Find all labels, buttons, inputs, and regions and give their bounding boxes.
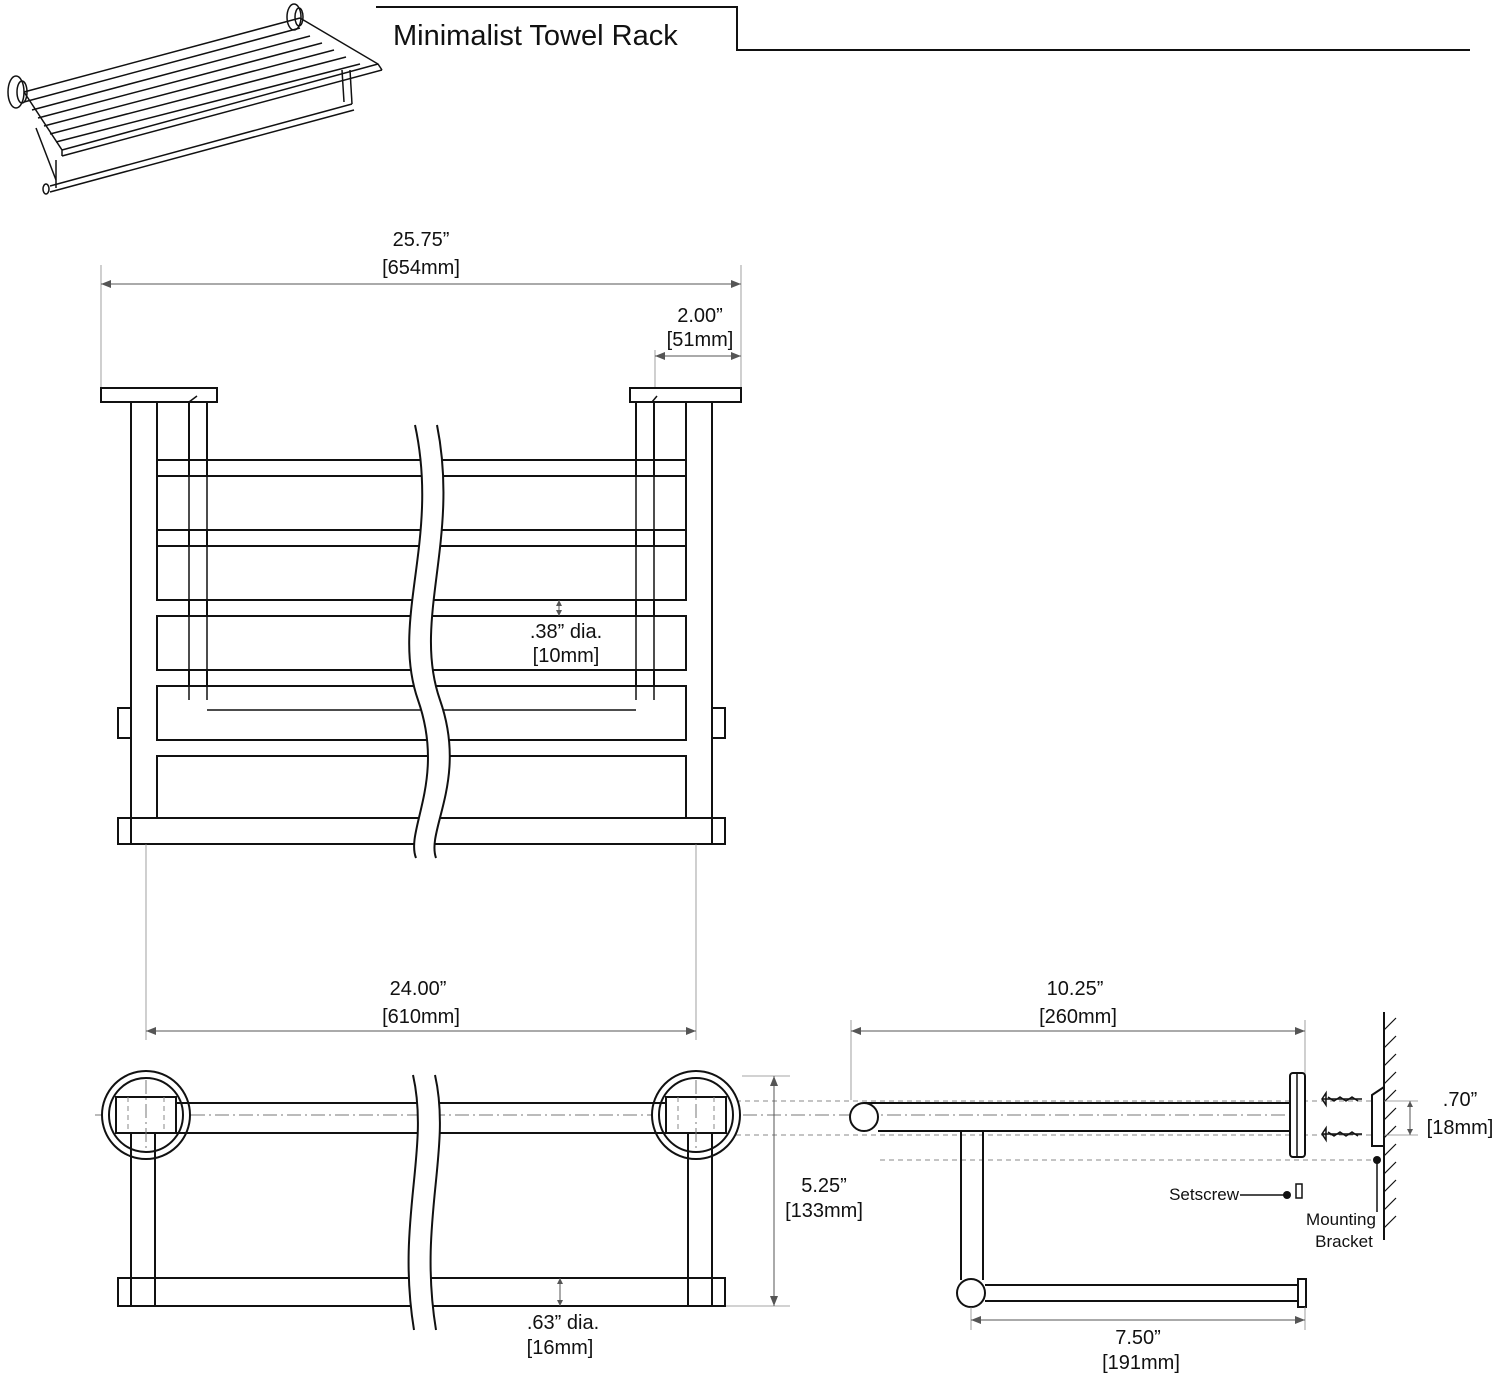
towel-bar-dia-in: .63” dia. — [527, 1312, 599, 1334]
height-in: 5.25” — [801, 1175, 847, 1197]
mount-offset-mm: [18mm] — [1427, 1117, 1494, 1139]
height-mm: [133mm] — [785, 1200, 863, 1222]
shelf-bar-dia-in: .38” dia. — [530, 621, 602, 643]
front-view: 24.00” [610mm] — [95, 978, 1380, 1359]
isometric-thumbnail — [7, 3, 383, 195]
top-view: 25.75” [654mm] 2.00” [51mm] — [100, 229, 742, 859]
shelf-bar-dia-mm: [10mm] — [533, 645, 600, 667]
post-spacing-in: 24.00” — [390, 978, 447, 1000]
mounting-bracket-label-1: Mounting — [1306, 1210, 1376, 1229]
bracket-depth-mm: [51mm] — [667, 329, 734, 351]
side-view: 10.25” [260mm] — [849, 978, 1494, 1374]
mounting-bracket-label-2: Bracket — [1315, 1232, 1373, 1251]
title-block: Minimalist Towel Rack — [376, 6, 1470, 52]
drawing-title: Minimalist Towel Rack — [393, 20, 678, 52]
post-spacing-mm: [610mm] — [382, 1006, 460, 1028]
overall-width-mm: [654mm] — [382, 257, 460, 279]
setscrew-label: Setscrew — [1169, 1185, 1240, 1204]
towel-bar-dia-mm: [16mm] — [527, 1337, 594, 1359]
towel-bar-length-in: 7.50” — [1115, 1327, 1161, 1349]
towel-bar-length-mm: [191mm] — [1102, 1352, 1180, 1374]
projection-mm: [260mm] — [1039, 1006, 1117, 1028]
bracket-depth-in: 2.00” — [677, 305, 723, 327]
projection-in: 10.25” — [1047, 978, 1104, 1000]
overall-width-in: 25.75” — [393, 229, 450, 251]
mount-offset-in: .70” — [1443, 1089, 1477, 1111]
